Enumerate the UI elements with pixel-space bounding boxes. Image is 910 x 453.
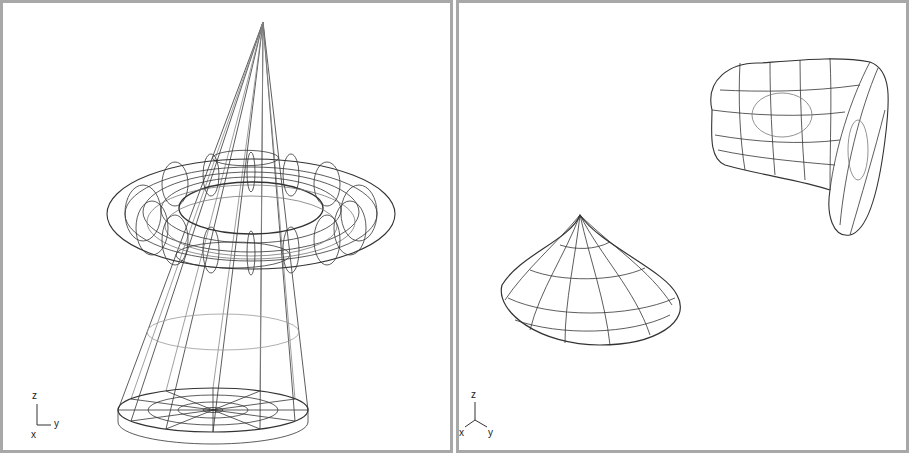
axis-label: y	[54, 419, 59, 429]
axis-icon	[465, 402, 487, 427]
panel-frame	[458, 2, 908, 452]
cushion-wireframe	[711, 58, 888, 235]
cone-wireframe	[118, 22, 308, 444]
torus-wireframe	[107, 152, 395, 275]
axis-label: x	[459, 428, 464, 438]
axis-icon	[37, 404, 51, 425]
axis-label: y	[488, 428, 493, 438]
axis-label: x	[31, 430, 36, 440]
panel-frame	[2, 2, 452, 452]
axis-label: z	[32, 391, 37, 401]
axis-label: z	[471, 390, 476, 400]
teardrop-wireframe	[501, 215, 680, 345]
